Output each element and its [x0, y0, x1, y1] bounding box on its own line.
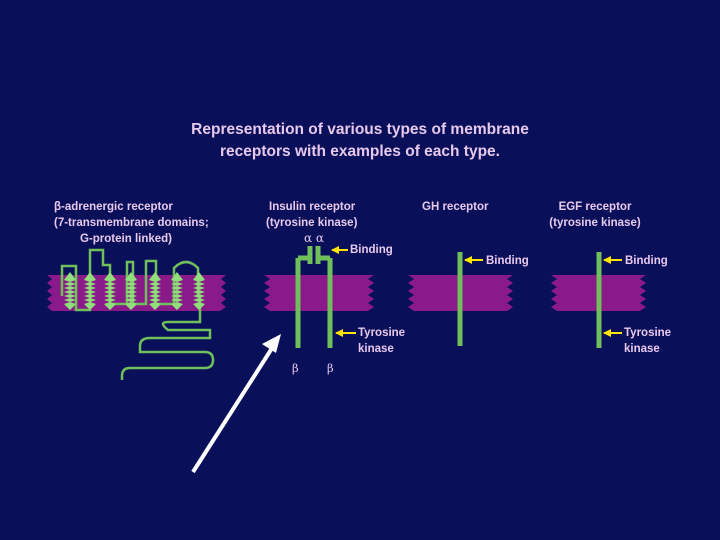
- alpha-label: α α: [304, 230, 324, 246]
- egf-line2: (tyrosine kinase): [540, 215, 650, 231]
- insulin-kinase-arrow: [335, 329, 356, 337]
- membrane-insulin: [264, 275, 374, 311]
- title-line-1: Representation of various types of membr…: [120, 119, 600, 141]
- pointer-arrow: [193, 334, 281, 472]
- insulin-label: Insulin receptor (tyrosine kinase): [266, 199, 357, 231]
- egf-kinase-line2: kinase: [624, 341, 671, 357]
- egf-kinase-line1: Tyrosine: [624, 325, 671, 341]
- beta-label-right: β: [327, 360, 334, 376]
- insulin-kinase-line2: kinase: [358, 341, 405, 357]
- insulin-kinase-line1: Tyrosine: [358, 325, 405, 341]
- title-line-2: receptors with examples of each type.: [120, 141, 600, 163]
- beta-adrenergic-label: β-adrenergic receptor (7-transmembrane d…: [54, 199, 209, 247]
- beta-label-left: β: [292, 360, 299, 376]
- beta-adrenergic-name: β-adrenergic receptor: [54, 199, 209, 215]
- beta-adrenergic-receptor-chain: [62, 250, 213, 380]
- beta-adrenergic-line2: (7-transmembrane domains;: [54, 215, 209, 231]
- insulin-kinase-label: Tyrosine kinase: [358, 325, 405, 357]
- egf-kinase-label: Tyrosine kinase: [624, 325, 671, 357]
- egf-name: EGF receptor: [540, 199, 650, 215]
- gh-binding-label: Binding: [486, 253, 529, 269]
- egf-label: EGF receptor (tyrosine kinase): [540, 199, 650, 231]
- insulin-binding-label: Binding: [350, 242, 393, 258]
- gh-binding-arrow: [464, 256, 483, 264]
- egf-kinase-arrow: [603, 329, 622, 337]
- gh-name: GH receptor: [422, 199, 488, 215]
- egf-binding-label: Binding: [625, 253, 668, 269]
- beta-adrenergic-line3: G-protein linked): [54, 231, 209, 247]
- insulin-binding-arrow: [331, 246, 348, 254]
- insulin-line2: (tyrosine kinase): [266, 215, 357, 231]
- insulin-name: Insulin receptor: [266, 199, 357, 215]
- slide-title: Representation of various types of membr…: [120, 119, 600, 163]
- egf-binding-arrow: [603, 256, 622, 264]
